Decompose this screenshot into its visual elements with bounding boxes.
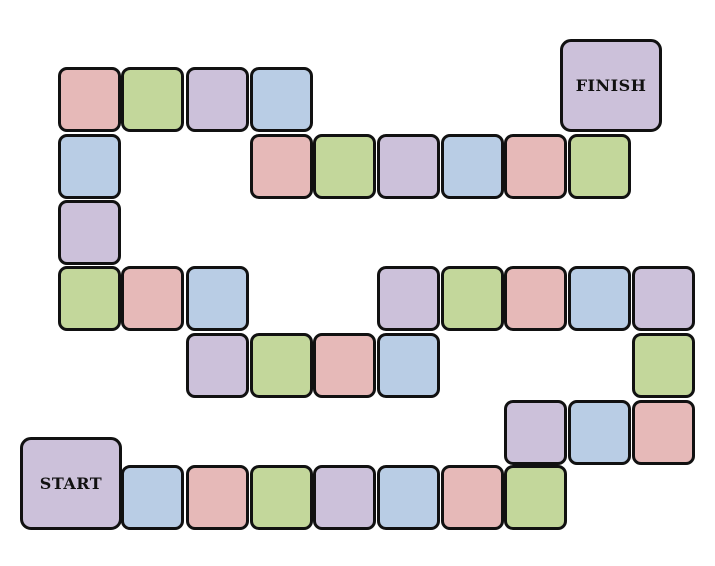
board-space[interactable] <box>58 67 121 132</box>
board-space[interactable] <box>58 266 121 331</box>
board-space[interactable] <box>441 134 504 199</box>
board-space[interactable] <box>377 134 440 199</box>
board-space[interactable] <box>632 333 695 398</box>
board-space[interactable] <box>632 400 695 465</box>
board-space[interactable] <box>504 400 567 465</box>
board-space[interactable] <box>441 266 504 331</box>
board-space[interactable] <box>313 333 376 398</box>
board-space[interactable] <box>186 67 249 132</box>
board-space[interactable] <box>568 134 631 199</box>
board-space[interactable] <box>121 465 184 530</box>
board-space[interactable] <box>504 134 567 199</box>
board-space[interactable] <box>377 333 440 398</box>
board-space[interactable] <box>58 200 121 265</box>
start-space[interactable]: START <box>20 437 122 530</box>
board-space[interactable] <box>186 333 249 398</box>
board-space[interactable] <box>313 465 376 530</box>
board-space[interactable] <box>250 67 313 132</box>
board-space[interactable] <box>568 266 631 331</box>
board-space[interactable] <box>377 465 440 530</box>
board-space[interactable] <box>186 465 249 530</box>
board-space[interactable] <box>121 266 184 331</box>
board-space[interactable] <box>250 134 313 199</box>
board-space[interactable] <box>186 266 249 331</box>
board-space[interactable] <box>441 465 504 530</box>
board-space[interactable] <box>377 266 440 331</box>
board-space[interactable] <box>250 333 313 398</box>
finish-space[interactable]: FINISH <box>560 39 662 132</box>
board-space[interactable] <box>121 67 184 132</box>
board-space[interactable] <box>250 465 313 530</box>
board-space[interactable] <box>58 134 121 199</box>
board-space[interactable] <box>313 134 376 199</box>
board-space[interactable] <box>568 400 631 465</box>
board-space[interactable] <box>504 465 567 530</box>
board-space[interactable] <box>504 266 567 331</box>
board-space[interactable] <box>632 266 695 331</box>
